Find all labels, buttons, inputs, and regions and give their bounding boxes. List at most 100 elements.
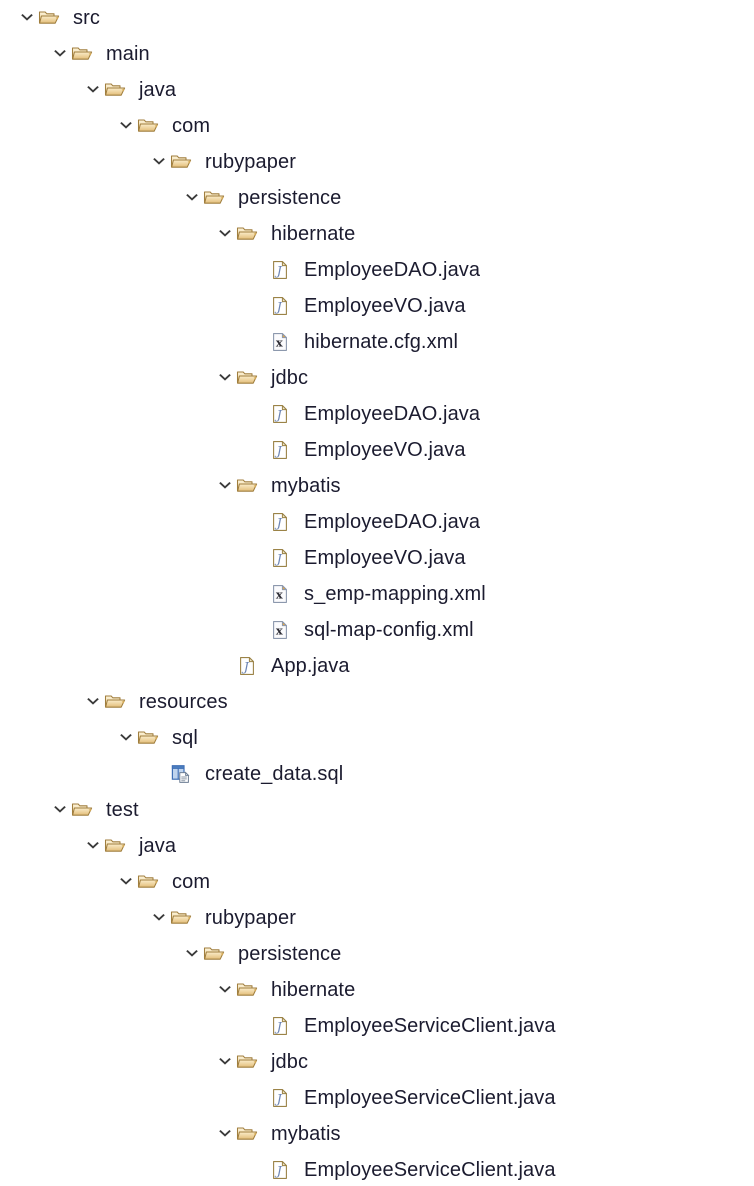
tree-twisty-placeholder	[247, 331, 269, 353]
chevron-down-icon[interactable]	[49, 799, 71, 821]
tree-folder-row[interactable]: com	[0, 108, 754, 144]
chevron-down-icon[interactable]	[16, 7, 38, 29]
tree-node-label: hibernate	[271, 223, 356, 245]
tree-node-label: EmployeeDAO.java	[304, 259, 481, 281]
tree-folder-row[interactable]: persistence	[0, 936, 754, 972]
svg-text:J: J	[274, 551, 283, 566]
svg-text:x: x	[276, 624, 283, 638]
tree-node-label: hibernate.cfg.xml	[304, 331, 458, 353]
tree-twisty-placeholder	[247, 1159, 269, 1181]
tree-node-label: s_emp-mapping.xml	[304, 583, 486, 605]
java-file-icon: J	[269, 1087, 291, 1109]
tree-twisty-placeholder	[247, 511, 269, 533]
tree-twisty-placeholder	[247, 295, 269, 317]
tree-folder-row[interactable]: rubypaper	[0, 144, 754, 180]
chevron-down-icon[interactable]	[214, 979, 236, 1001]
chevron-down-icon[interactable]	[214, 1051, 236, 1073]
chevron-down-icon[interactable]	[115, 871, 137, 893]
open-folder-icon	[38, 7, 60, 29]
tree-folder-row[interactable]: resources	[0, 684, 754, 720]
tree-twisty-placeholder	[247, 619, 269, 641]
chevron-down-icon[interactable]	[49, 43, 71, 65]
chevron-down-icon[interactable]	[148, 151, 170, 173]
java-file-icon: J	[269, 295, 291, 317]
tree-node-label: java	[139, 835, 177, 857]
chevron-down-icon[interactable]	[181, 187, 203, 209]
xml-file-icon: x	[269, 331, 291, 353]
chevron-down-icon[interactable]	[214, 475, 236, 497]
chevron-down-icon[interactable]	[181, 943, 203, 965]
chevron-down-icon[interactable]	[214, 1123, 236, 1145]
chevron-down-icon[interactable]	[82, 835, 104, 857]
tree-file-row[interactable]: x hibernate.cfg.xml	[0, 324, 754, 360]
java-file-icon: J	[269, 547, 291, 569]
tree-file-row[interactable]: J EmployeeVO.java	[0, 540, 754, 576]
tree-node-label: EmployeeDAO.java	[304, 511, 481, 533]
svg-text:J: J	[274, 1091, 283, 1106]
chevron-down-icon[interactable]	[214, 223, 236, 245]
open-folder-icon	[137, 115, 159, 137]
svg-text:J: J	[274, 1019, 283, 1034]
tree-folder-row[interactable]: hibernate	[0, 216, 754, 252]
tree-folder-row[interactable]: hibernate	[0, 972, 754, 1008]
tree-folder-row[interactable]: src	[0, 0, 754, 36]
java-file-icon: J	[269, 259, 291, 281]
tree-folder-row[interactable]: java	[0, 828, 754, 864]
tree-folder-row[interactable]: mybatis	[0, 468, 754, 504]
tree-twisty-placeholder	[247, 439, 269, 461]
tree-node-label: main	[106, 43, 150, 65]
tree-node-label: resources	[139, 691, 228, 713]
open-folder-icon	[203, 943, 225, 965]
chevron-down-icon[interactable]	[82, 79, 104, 101]
open-folder-icon	[236, 367, 258, 389]
tree-node-label: test	[106, 799, 139, 821]
tree-folder-row[interactable]: jdbc	[0, 360, 754, 396]
tree-folder-row[interactable]: test	[0, 792, 754, 828]
tree-file-row[interactable]: create_data.sql	[0, 756, 754, 792]
tree-node-label: persistence	[238, 187, 342, 209]
tree-folder-row[interactable]: com	[0, 864, 754, 900]
tree-folder-row[interactable]: main	[0, 36, 754, 72]
open-folder-icon	[236, 979, 258, 1001]
tree-node-label: EmployeeDAO.java	[304, 403, 481, 425]
open-folder-icon	[236, 223, 258, 245]
tree-node-label: mybatis	[271, 475, 341, 497]
tree-file-row[interactable]: J EmployeeDAO.java	[0, 252, 754, 288]
chevron-down-icon[interactable]	[115, 115, 137, 137]
tree-folder-row[interactable]: jdbc	[0, 1044, 754, 1080]
tree-twisty-placeholder	[247, 403, 269, 425]
open-folder-icon	[203, 187, 225, 209]
svg-text:J: J	[241, 659, 250, 674]
tree-folder-row[interactable]: rubypaper	[0, 900, 754, 936]
open-folder-icon	[236, 1123, 258, 1145]
java-file-icon: J	[269, 403, 291, 425]
open-folder-icon	[170, 151, 192, 173]
chevron-down-icon[interactable]	[115, 727, 137, 749]
tree-folder-row[interactable]: sql	[0, 720, 754, 756]
tree-node-label: mybatis	[271, 1123, 341, 1145]
tree-folder-row[interactable]: mybatis	[0, 1116, 754, 1152]
java-file-icon: J	[236, 655, 258, 677]
chevron-down-icon[interactable]	[82, 691, 104, 713]
tree-node-label: EmployeeVO.java	[304, 547, 466, 569]
tree-node-label: EmployeeServiceClient.java	[304, 1159, 556, 1181]
tree-folder-row[interactable]: persistence	[0, 180, 754, 216]
tree-node-label: jdbc	[271, 1051, 309, 1073]
chevron-down-icon[interactable]	[148, 907, 170, 929]
tree-folder-row[interactable]: java	[0, 72, 754, 108]
open-folder-icon	[170, 907, 192, 929]
tree-twisty-placeholder	[247, 547, 269, 569]
tree-file-row[interactable]: J EmployeeDAO.java	[0, 396, 754, 432]
tree-node-label: hibernate	[271, 979, 356, 1001]
chevron-down-icon[interactable]	[214, 367, 236, 389]
